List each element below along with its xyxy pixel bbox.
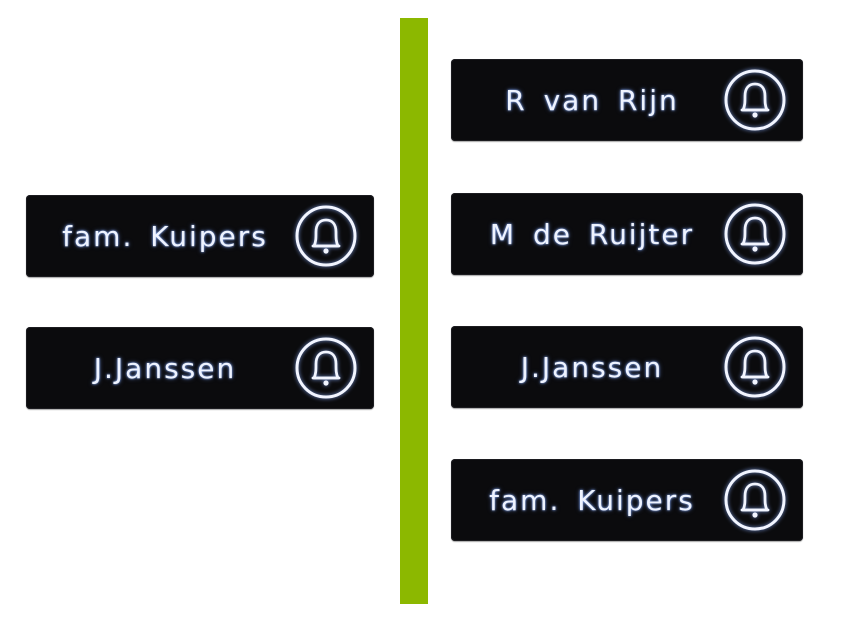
doorbell-plate-right-3[interactable]: J.Janssen	[451, 326, 803, 408]
bell-icon[interactable]	[723, 68, 787, 132]
doorbell-plate-left-1[interactable]: fam. Kuipers	[26, 195, 374, 277]
doorbell-plate-right-4[interactable]: fam. Kuipers	[451, 459, 803, 541]
name-label: J.Janssen	[93, 351, 237, 385]
bell-icon[interactable]	[294, 204, 358, 268]
name-label: fam. Kuipers	[62, 219, 268, 253]
bell-icon[interactable]	[723, 468, 787, 532]
name-label: J.Janssen	[520, 350, 664, 384]
name-label: M de Ruijter	[489, 217, 695, 251]
doorbell-plate-left-2[interactable]: J.Janssen	[26, 327, 374, 409]
doorbell-plate-right-1[interactable]: R van Rijn	[451, 59, 803, 141]
doorbell-plate-right-2[interactable]: M de Ruijter	[451, 193, 803, 275]
bell-icon[interactable]	[294, 336, 358, 400]
name-label: R van Rijn	[505, 83, 679, 117]
bell-icon[interactable]	[723, 202, 787, 266]
bell-icon[interactable]	[723, 335, 787, 399]
green-divider	[400, 18, 428, 604]
name-label: fam. Kuipers	[489, 483, 695, 517]
